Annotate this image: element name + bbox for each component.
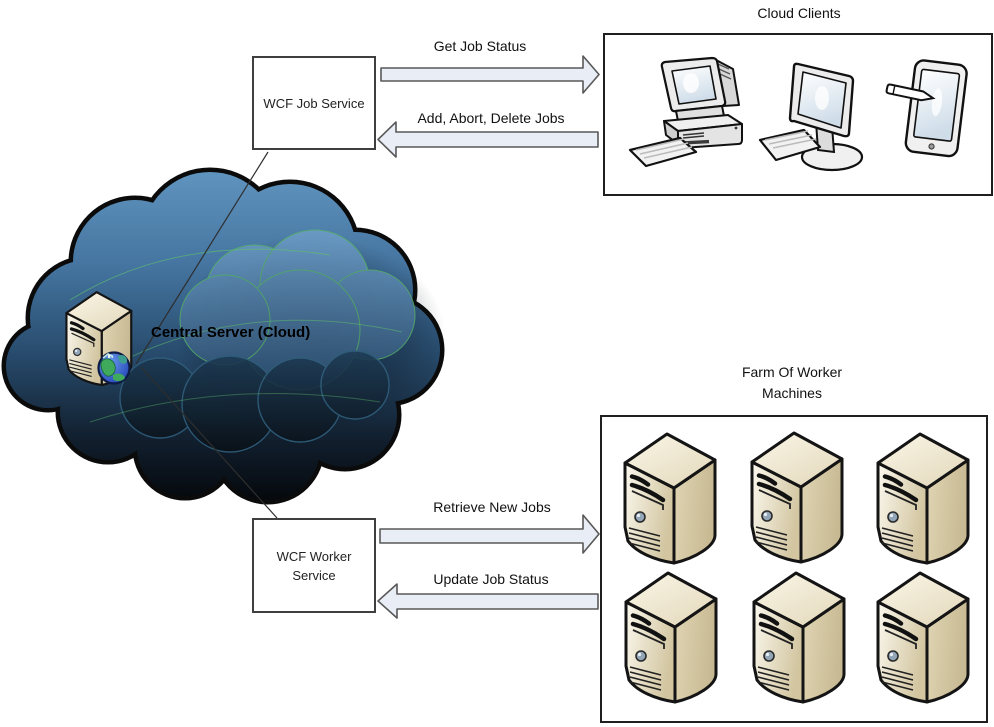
retrieve-new-jobs-label: Retrieve New Jobs	[433, 499, 551, 515]
arrow-retrieve-new-jobs	[379, 514, 600, 554]
cloud-icon	[1, 167, 445, 505]
connector-cloud-to-worker-service	[140, 366, 278, 519]
connector-cloud-to-job-service	[135, 151, 269, 365]
get-job-status-label: Get Job Status	[433, 38, 527, 54]
cloud-clients-group-box	[603, 33, 993, 196]
arrow-get-job-status	[380, 55, 600, 94]
add-abort-delete-jobs-label: Add, Abort, Delete Jobs	[417, 110, 565, 126]
node-wcf-job-service: WCF Job Service	[252, 56, 376, 150]
wcf-worker-service-label-line1: WCF Worker	[276, 548, 352, 564]
wcf-job-service-label: WCF Job Service	[263, 95, 365, 111]
worker-farm-title-line2: Machines	[762, 385, 822, 401]
worker-farm-title: Farm Of Worker Machines	[692, 362, 892, 404]
wcf-worker-service-label-line2: Service	[292, 567, 336, 583]
tablet-stylus-icon	[885, 59, 968, 158]
globe-icon	[97, 351, 131, 385]
worker-farm-title-line1: Farm Of Worker	[741, 364, 843, 380]
cloud-clients-title: Cloud Clients	[757, 5, 841, 21]
central-server-label: Central Server (Cloud)	[151, 324, 311, 341]
monitor-keyboard-icon	[758, 62, 864, 172]
worker-farm-group-box	[600, 415, 988, 723]
update-job-status-label: Update Job Status	[433, 571, 549, 587]
arrow-update-job-status	[377, 583, 599, 619]
node-wcf-worker-service: WCF Worker Service	[252, 518, 376, 613]
desktop-pc-icon	[628, 56, 743, 168]
arrow-add-abort-delete-jobs	[377, 121, 599, 158]
